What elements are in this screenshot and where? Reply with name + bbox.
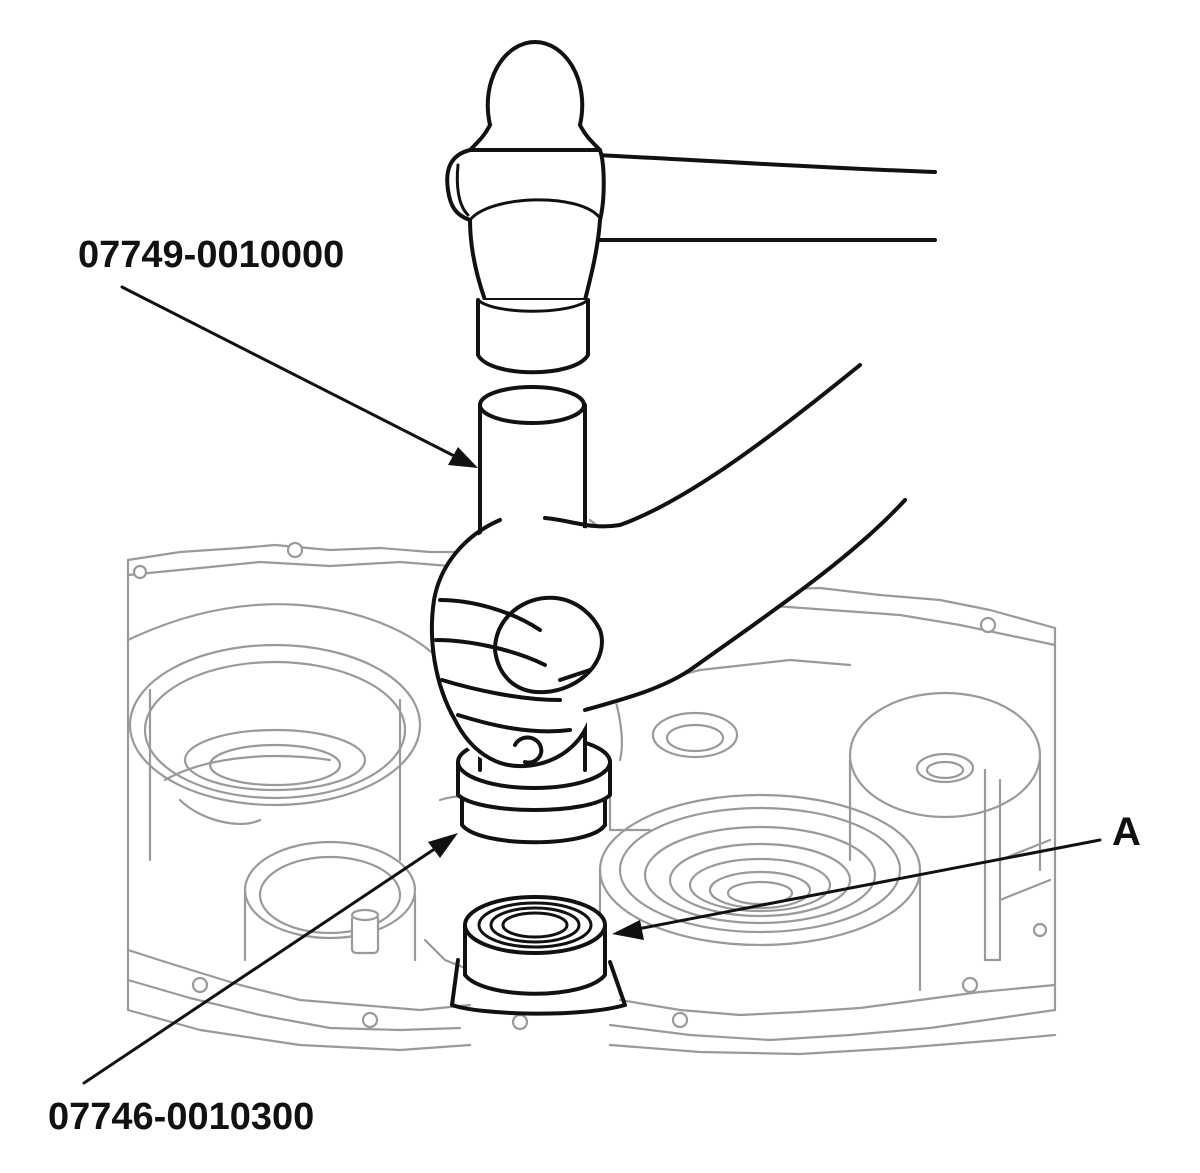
arrowhead-tool-upper	[448, 447, 478, 468]
leader-part-a	[620, 838, 1102, 934]
transmission-housing	[126, 518, 1057, 1056]
leader-lines	[82, 285, 1102, 1085]
callout-part-a: A	[1112, 810, 1141, 854]
arrowhead-part-a	[612, 920, 644, 940]
arrowhead-tool-lower	[428, 833, 458, 858]
callout-tool-07749-0010000: 07749-0010000	[78, 234, 345, 276]
callout-tool-07746-0010300: 07746-0010300	[48, 1096, 315, 1138]
leader-tool-lower	[82, 838, 450, 1085]
hammer	[445, 40, 937, 375]
bearing-a	[450, 895, 627, 1016]
hand	[429, 363, 907, 769]
driver-attachment	[456, 734, 612, 845]
leader-tool-upper	[120, 285, 472, 466]
